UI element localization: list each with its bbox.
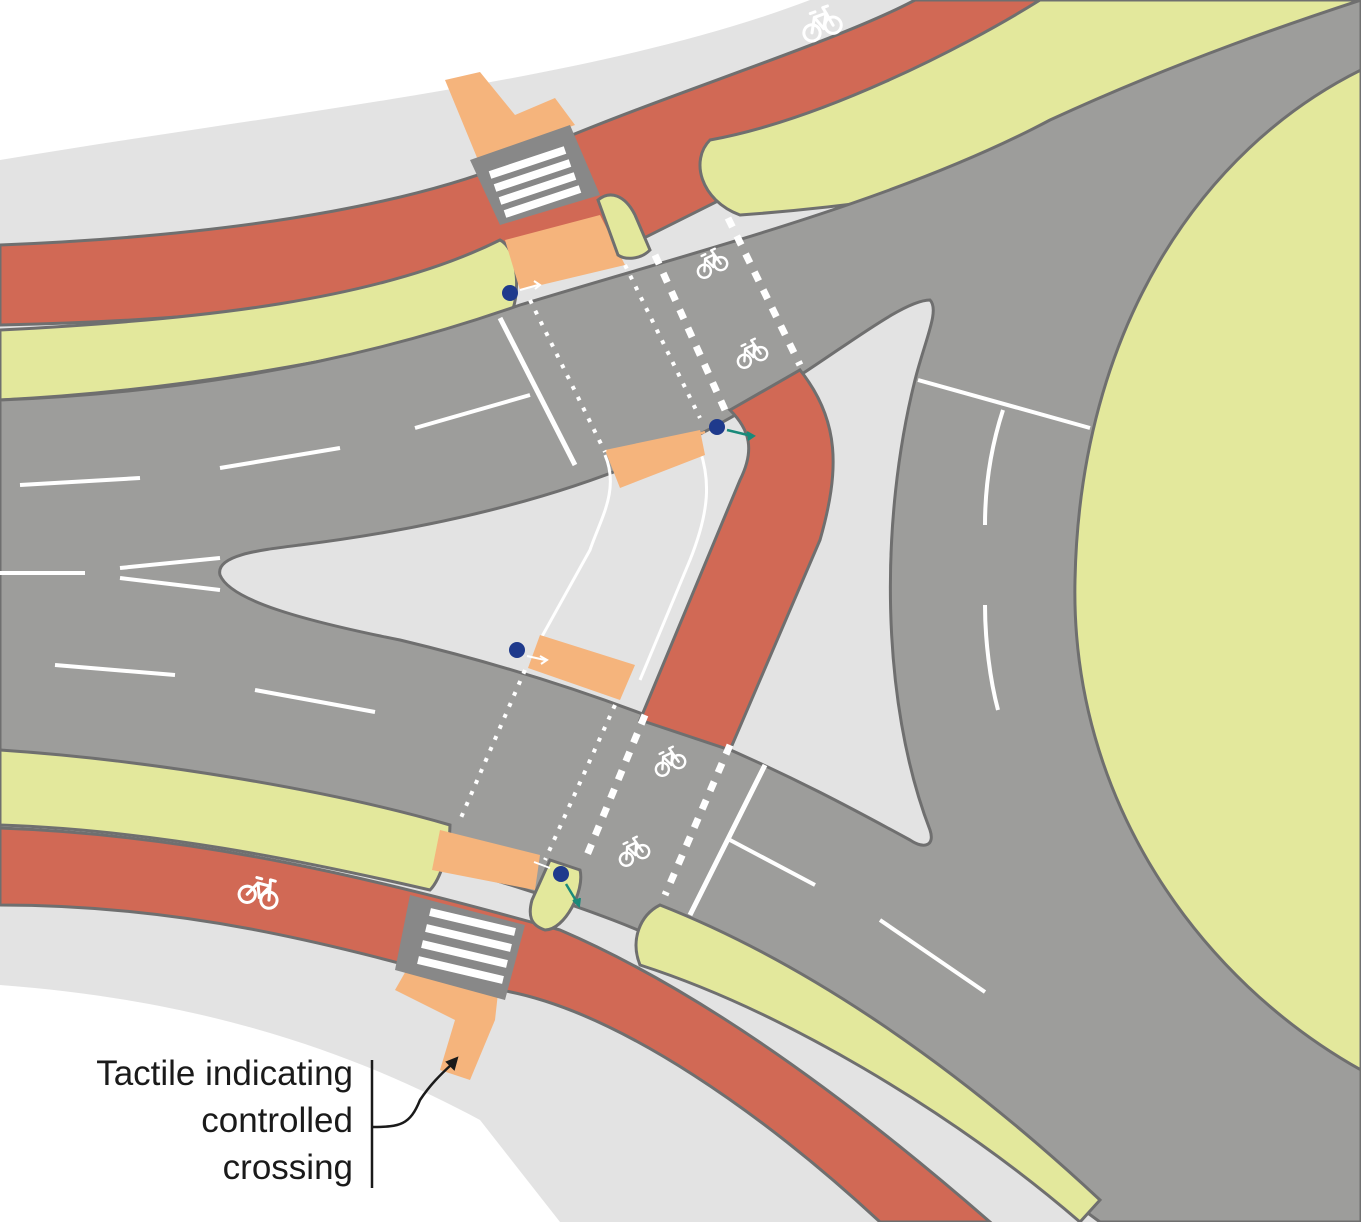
cycle-track-splitter — [637, 368, 835, 752]
annotation-leader — [371, 1063, 453, 1129]
annotation-label: Tactile indicating controlled crossing — [0, 1050, 353, 1191]
annotation-line-2: controlled — [201, 1101, 353, 1140]
refuge-upper — [596, 193, 652, 260]
white-background-top — [0, 0, 810, 160]
zebra-crossing-icon — [470, 125, 600, 225]
tactile-upper-strip — [505, 215, 625, 290]
verge-lower-right — [634, 903, 1103, 1222]
tactile-upper-island — [605, 430, 705, 488]
tactile-lower-strip — [432, 830, 540, 890]
arrow-icon — [445, 1056, 459, 1071]
pedestrian-crossing-upper — [528, 264, 702, 453]
pedestrian-crossing-lower — [458, 669, 617, 861]
cycle-track-lower — [0, 826, 993, 1222]
footway-line-splitter-right — [638, 449, 708, 681]
push-button-icon — [533, 861, 581, 909]
tactile-splitter-lower — [528, 635, 635, 700]
annotation-line-3: crossing — [222, 1148, 353, 1187]
footway-line-splitter-left — [538, 454, 612, 641]
push-button-icon — [502, 280, 542, 301]
stop-lines — [497, 316, 768, 917]
roundabout-island — [1073, 68, 1361, 1072]
white-background-bottom — [0, 985, 560, 1222]
cycle-crossing-upper — [651, 216, 804, 412]
push-button-icon — [509, 642, 549, 665]
zebra-crossing-icon — [395, 895, 525, 1000]
annotation-line-1: Tactile indicating — [96, 1054, 353, 1093]
lane-markings — [0, 378, 1091, 994]
push-button-icon — [689, 419, 756, 441]
cycle-crossing-lower — [581, 713, 734, 897]
tactile-upper-stem — [445, 72, 575, 160]
